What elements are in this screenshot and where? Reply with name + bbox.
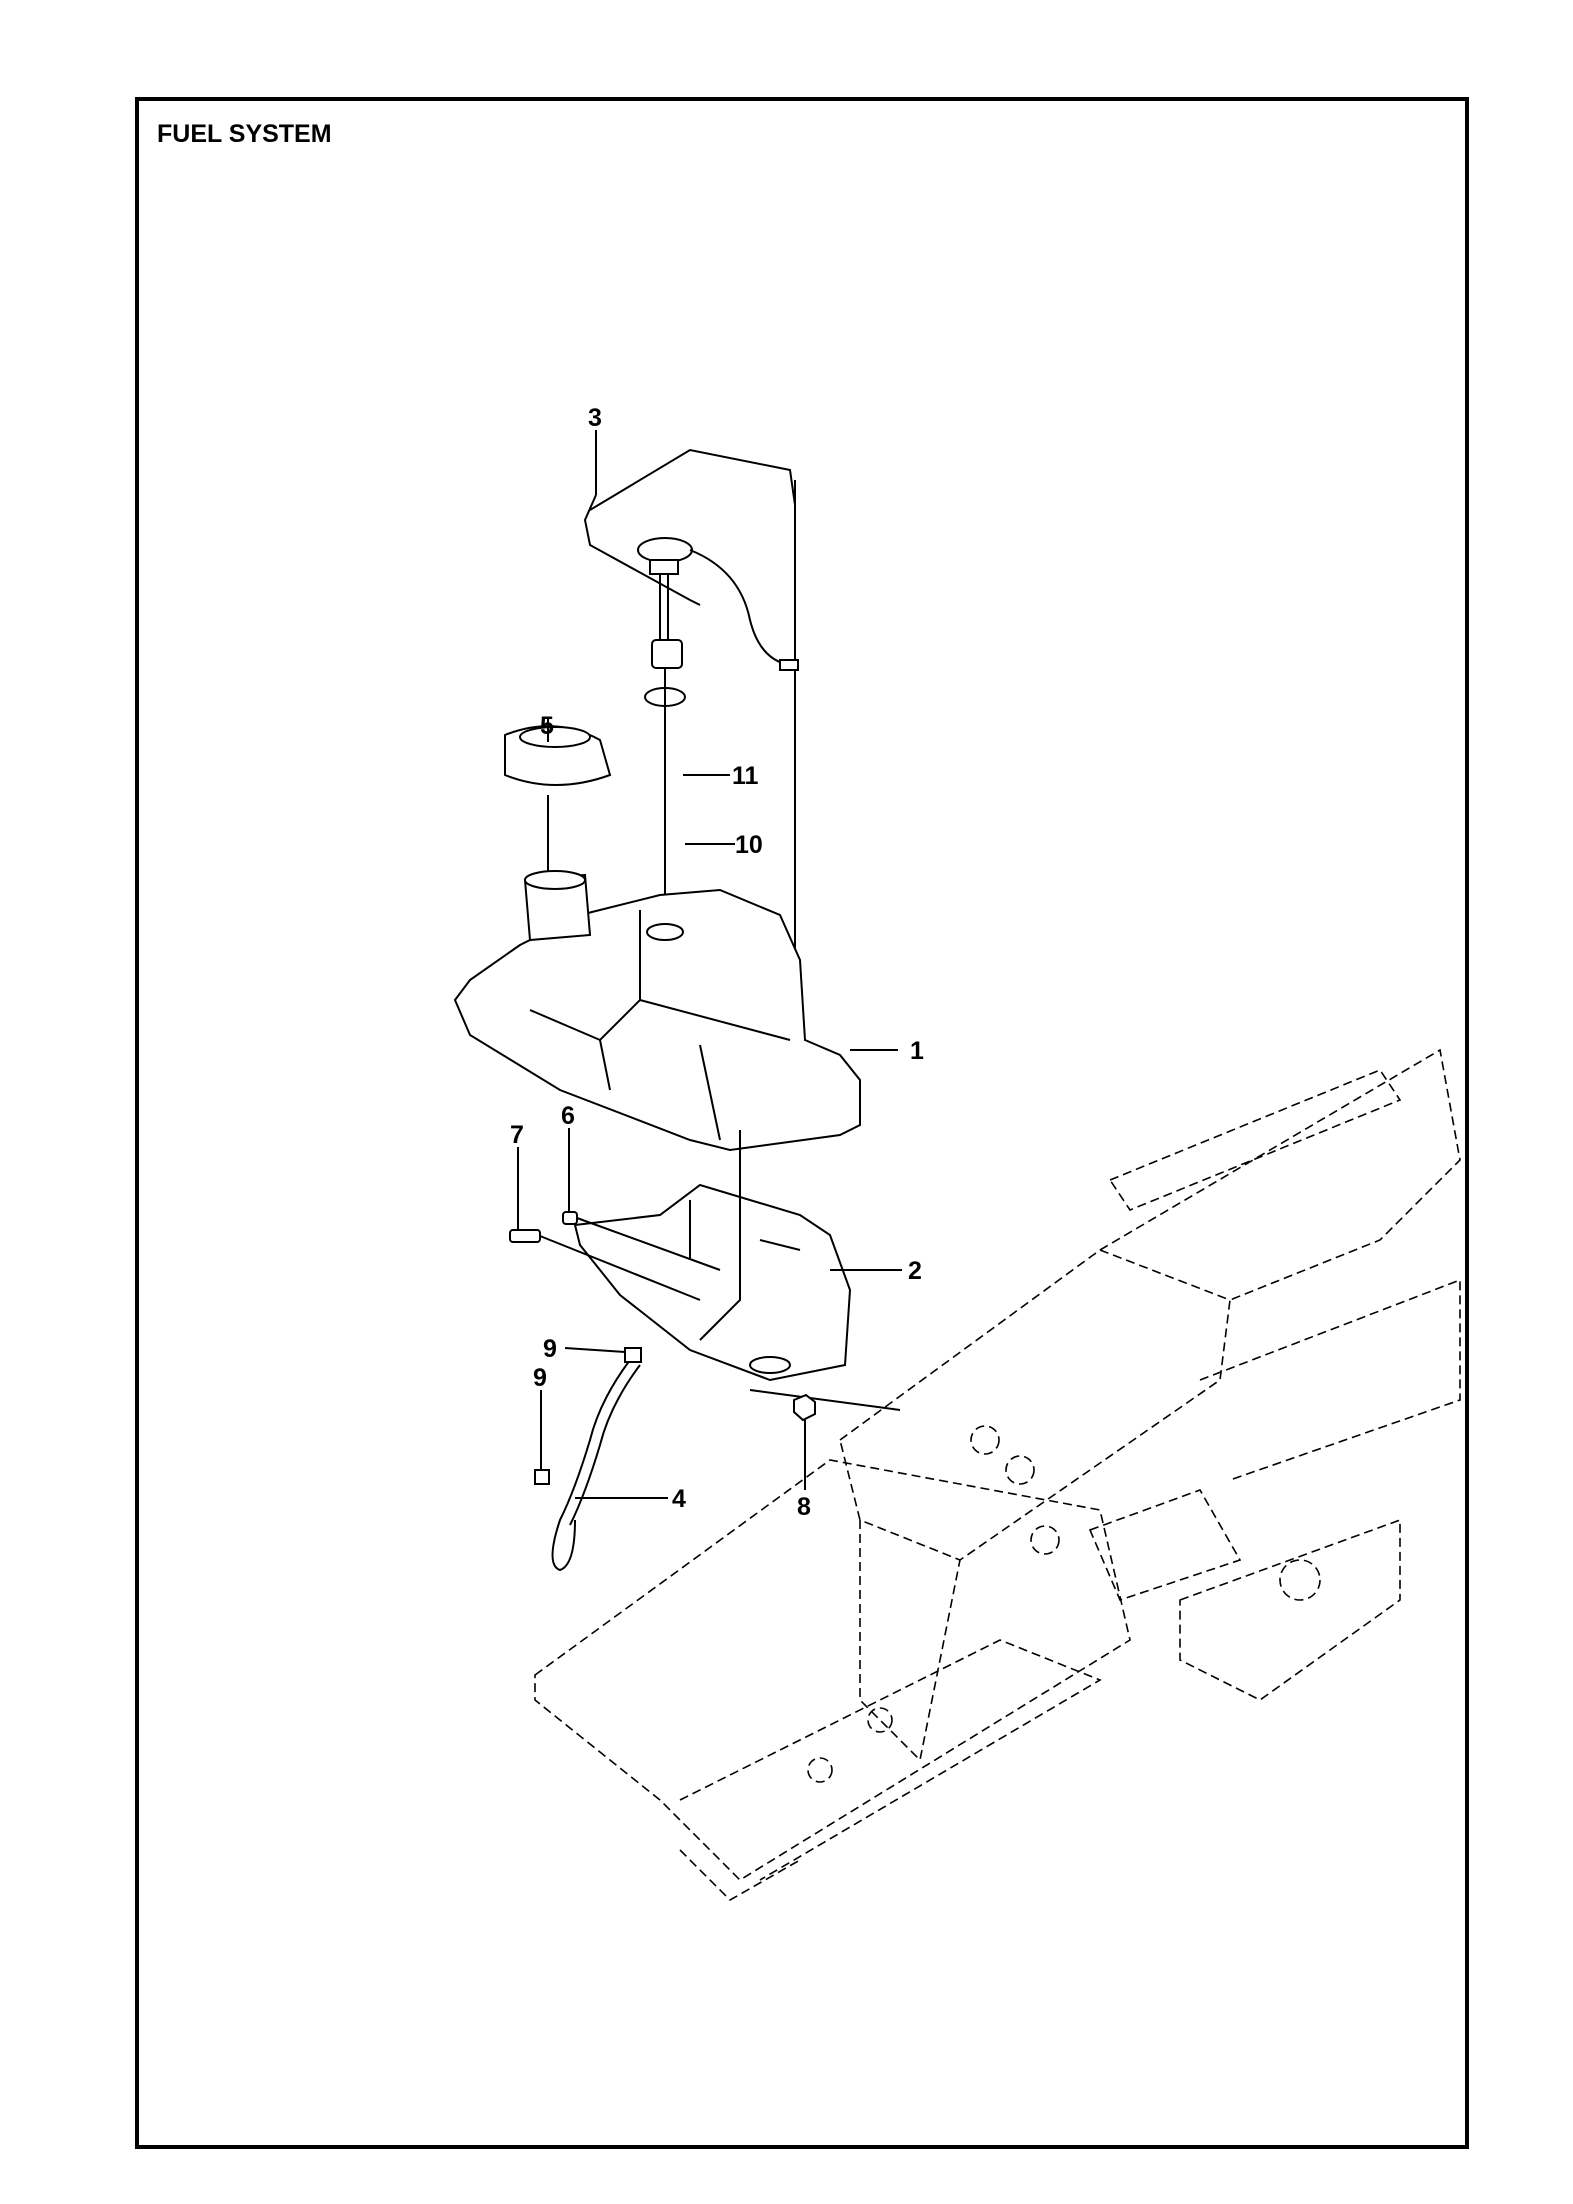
part-9-clamp [624,1347,642,1363]
part-7-bolt [509,1229,701,1301]
callout-2: 2 [908,1257,922,1285]
part-9-clamp [534,1469,550,1485]
page-title: FUEL SYSTEM [157,120,332,148]
leader-lines [517,430,902,1499]
callout-9b: 9 [533,1364,547,1392]
page-border [135,97,1469,2149]
callout-10: 10 [735,831,763,859]
part-2-bracket [573,1130,901,1411]
callout-1: 1 [910,1037,924,1065]
callout-6: 6 [561,1102,575,1130]
callout-4: 4 [672,1485,686,1513]
part-1-fuel-tank [453,870,861,1152]
callout-8: 8 [797,1493,811,1521]
callout-7: 7 [510,1121,524,1149]
chassis-frame [534,1048,1461,1901]
part-8-nut [793,1393,816,1422]
part-5-fuel-cap [504,725,612,880]
callout-5: 5 [540,712,554,740]
part-11-fuel-sender [637,537,799,671]
callout-3: 3 [588,404,602,432]
callout-11: 11 [732,762,759,790]
callout-9a: 9 [543,1335,557,1363]
part-4-fuel-hose [534,1347,642,1572]
